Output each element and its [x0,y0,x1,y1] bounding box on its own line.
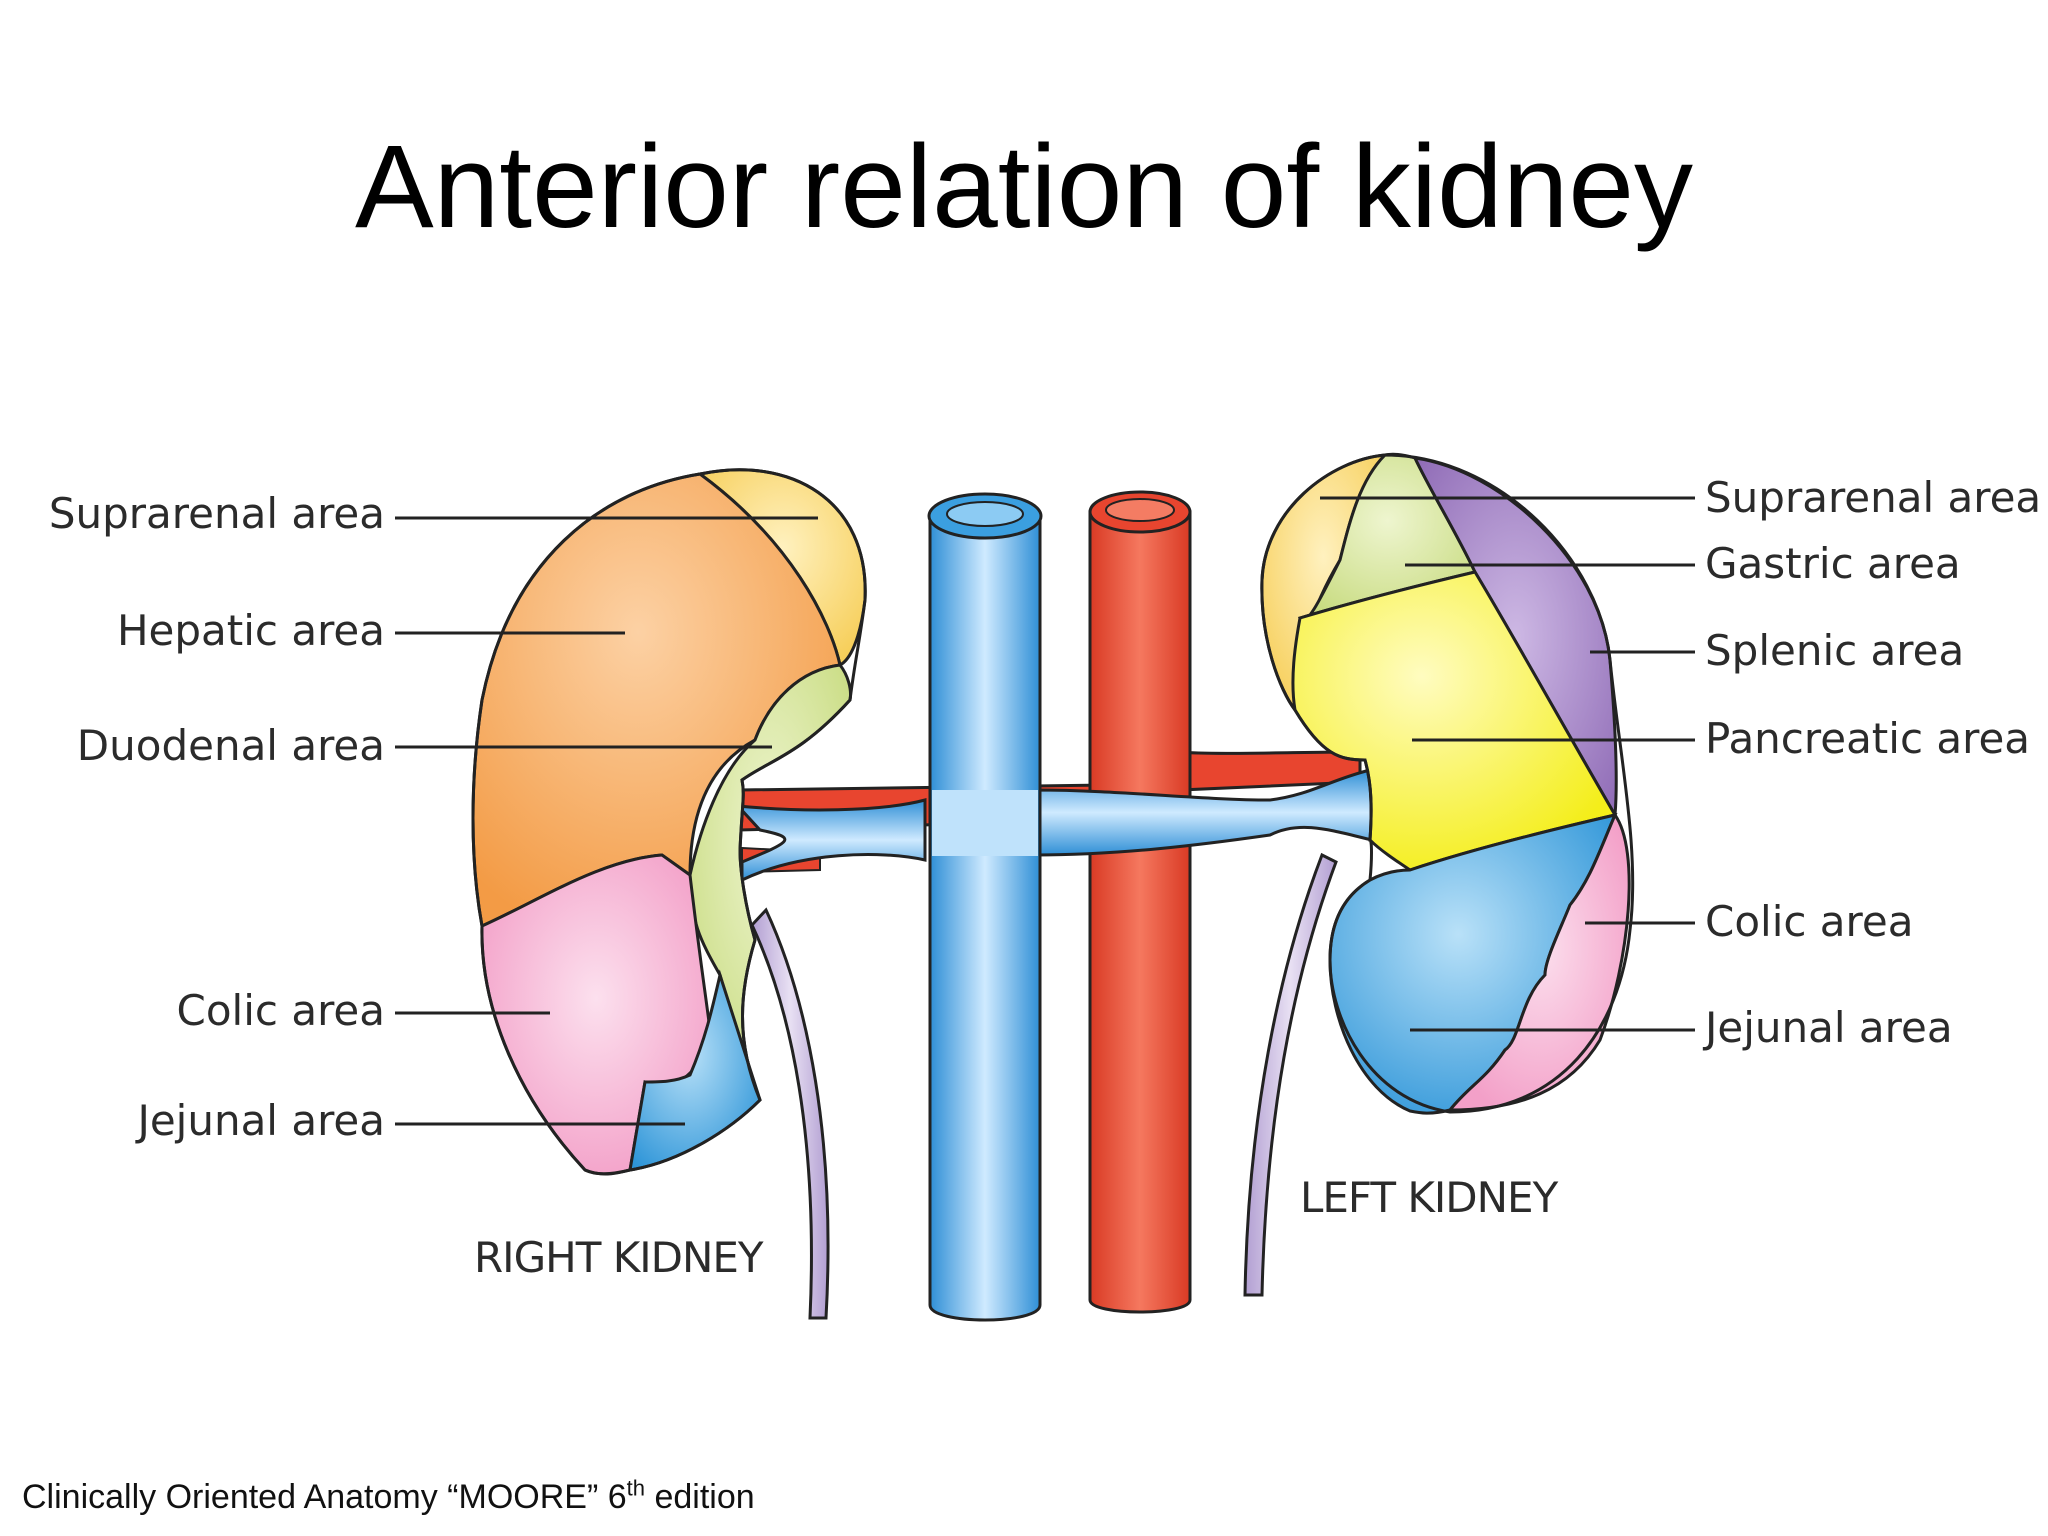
label-left-splenic: Splenic area [1705,626,1964,675]
label-left-colic: Colic area [1705,897,1913,946]
footer-citation: Clinically Oriented Anatomy “MOORE” 6th … [22,1475,755,1517]
label-right-duodenal: Duodenal area [77,721,385,770]
left-ureter [1243,852,1338,1297]
left-colic-area [1446,811,1631,1112]
footer-superscript: th [626,1475,645,1501]
right-kidney [471,468,867,1176]
label-right-colic: Colic area [177,986,385,1035]
inferior-vena-cava [928,513,1042,1322]
left-kidney-outline [1260,453,1635,1114]
left-kidney [1260,452,1635,1115]
footer-tail: edition [645,1478,755,1516]
aorta [1088,510,1192,1314]
label-left-jejunal: Jejunal area [1702,1003,1953,1052]
label-right-suprarenal: Suprarenal area [49,489,385,538]
right-kidney-outline [471,468,867,1176]
label-right-hepatic: Hepatic area [117,606,385,655]
label-left-suprarenal: Suprarenal area [1705,473,2041,522]
left-kidney-label: LEFT KIDNEY [1300,1173,1559,1222]
label-left-pancreatic: Pancreatic area [1705,714,2030,763]
footer-text: Clinically Oriented Anatomy “MOORE” 6 [22,1478,627,1516]
slide-title: Anterior relation of kidney [354,121,1694,253]
ivc-lumen [946,501,1024,527]
label-right-jejunal: Jejunal area [134,1096,385,1145]
ivc-junction [932,790,1038,856]
right-ureter [750,907,830,1320]
aorta-lumen [1105,498,1175,522]
right-kidney-label: RIGHT KIDNEY [474,1233,764,1282]
right-renal-vein [734,798,927,883]
label-left-gastric: Gastric area [1705,539,1961,588]
